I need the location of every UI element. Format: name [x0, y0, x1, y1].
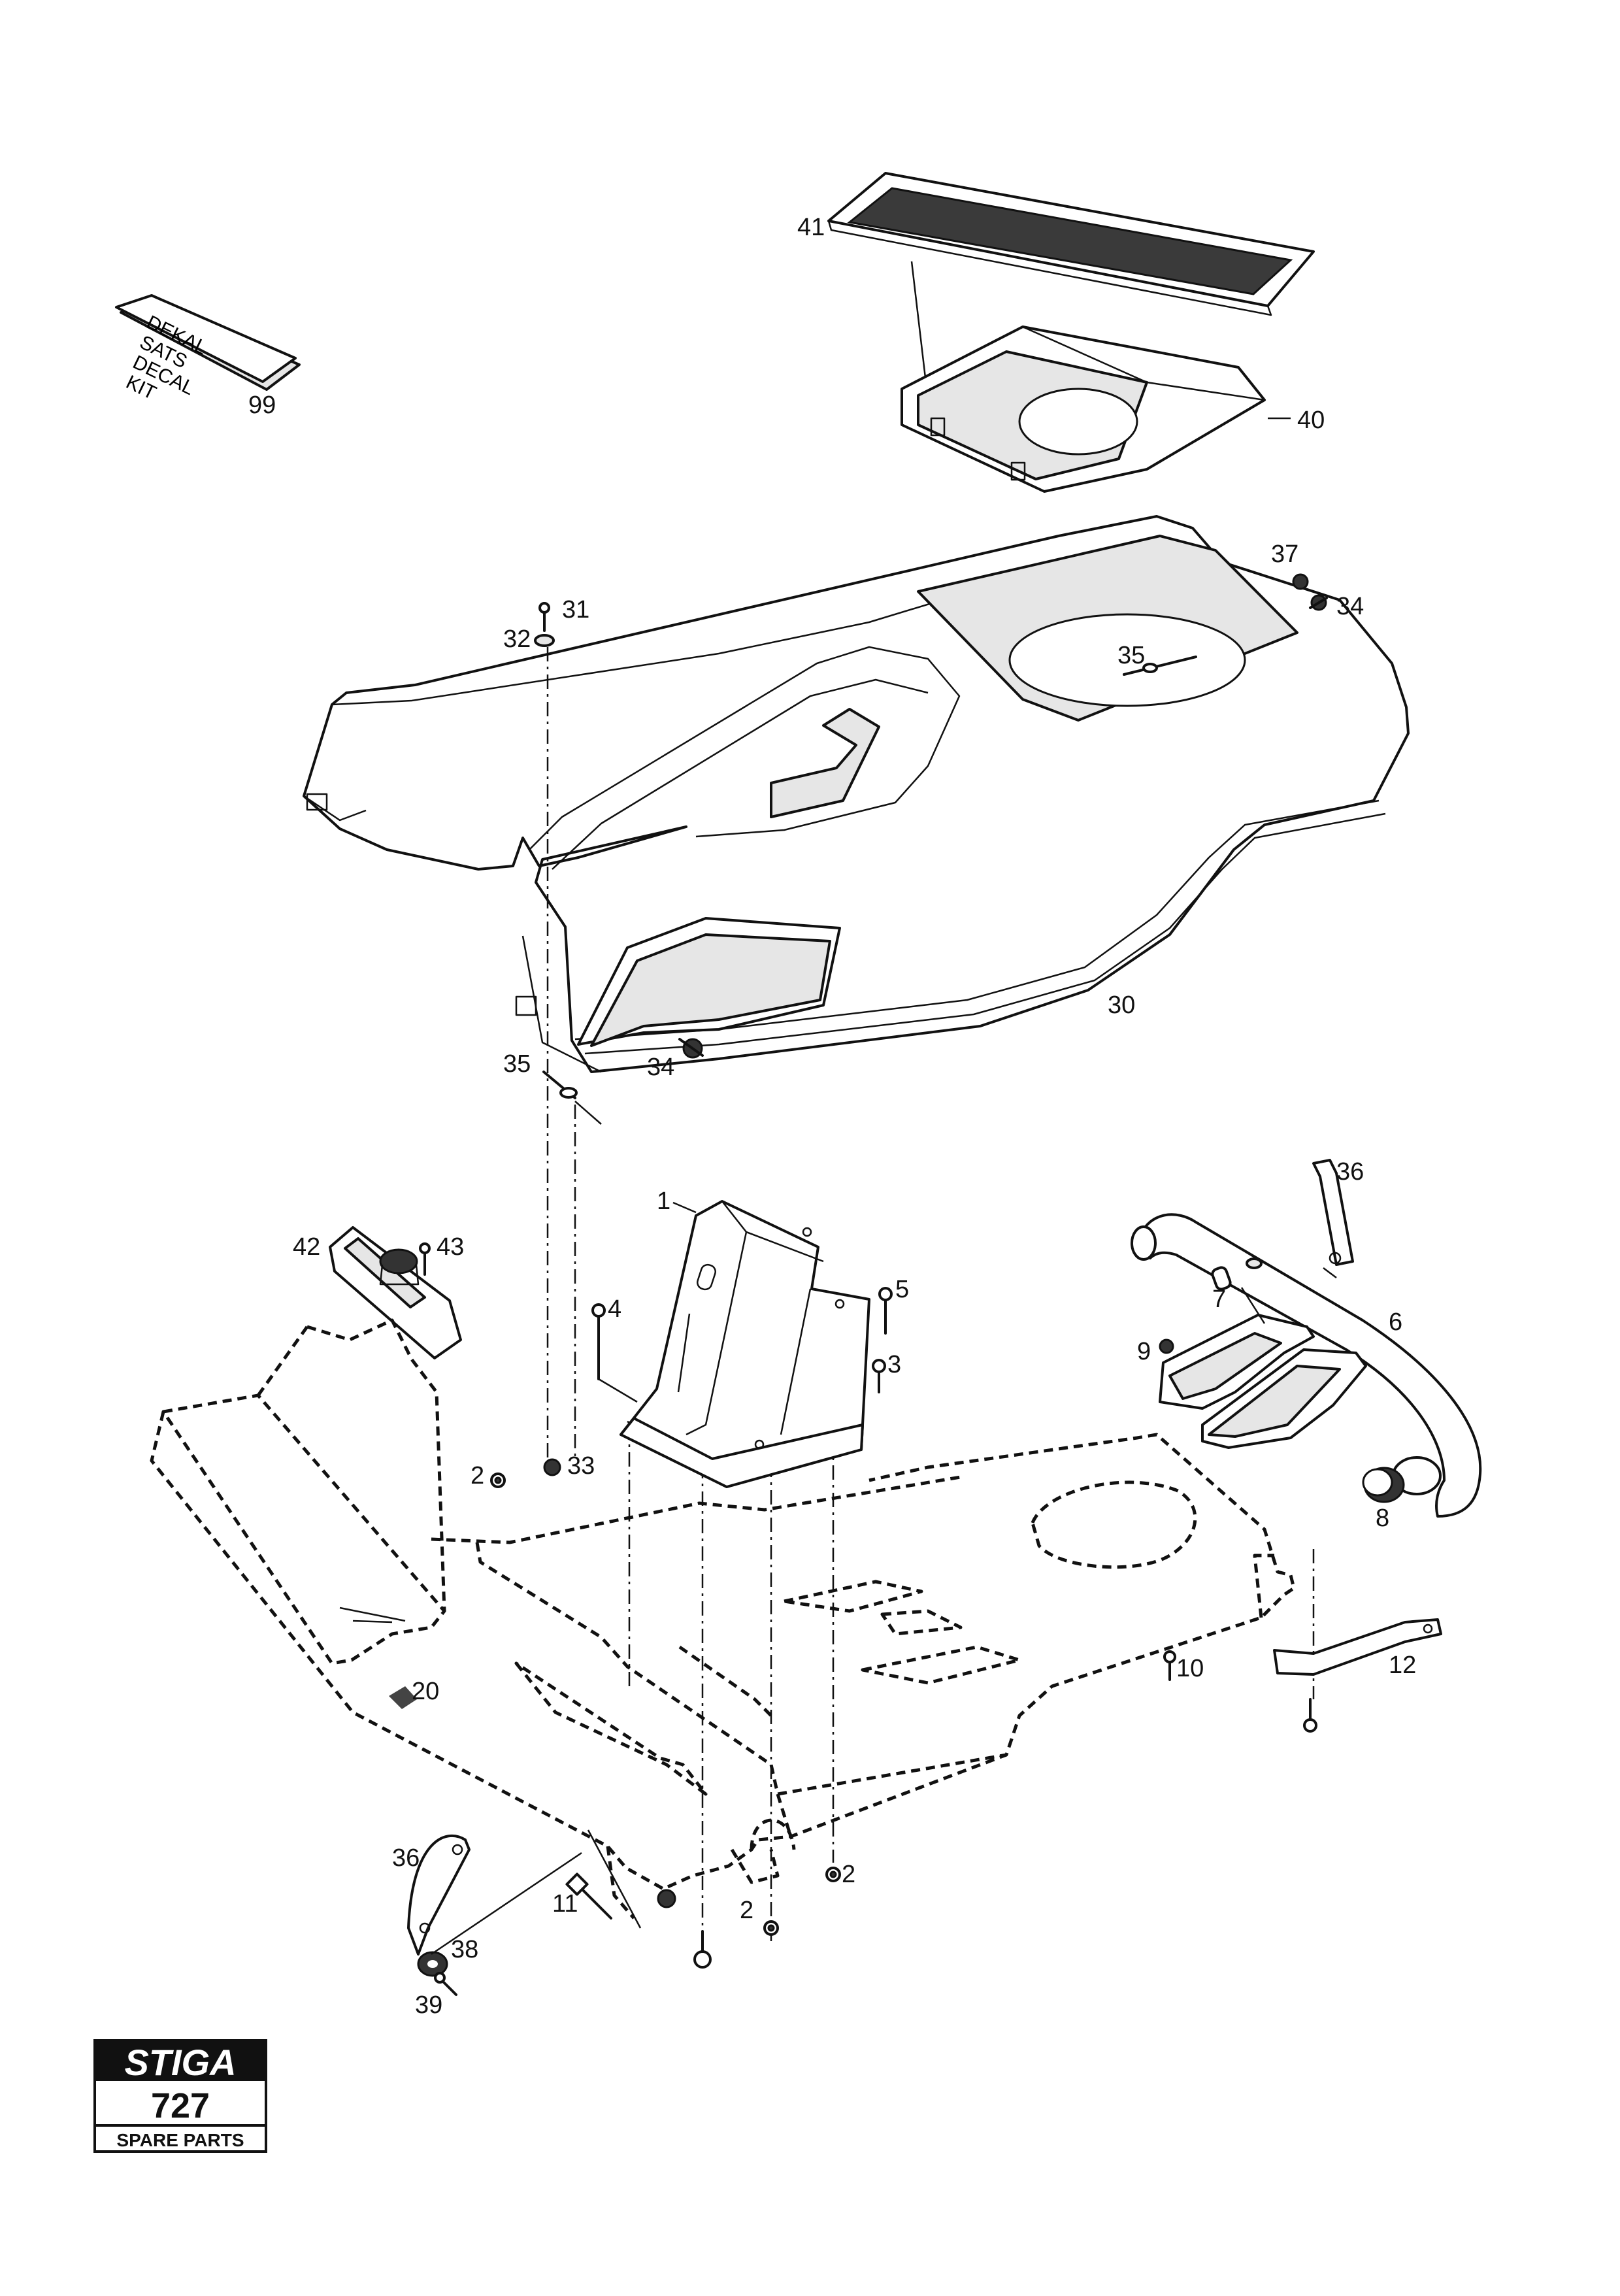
support-tray [1159, 1287, 1367, 1449]
callout-20: 20 [412, 1678, 439, 1705]
nut-33 [543, 1458, 561, 1476]
callout-36-top: 36 [1336, 1158, 1364, 1186]
intake-hood [901, 325, 1266, 493]
nut-9 [1159, 1339, 1174, 1354]
callout-39: 39 [415, 1991, 442, 2019]
callout-2-right: 2 [842, 1861, 855, 1888]
stiga-logo: STIGA 727 SPARE PARTS [93, 2039, 267, 2153]
logo-brand: STIGA [124, 2042, 236, 2083]
fastener-37 [1292, 573, 1309, 590]
callout-38: 38 [451, 1936, 478, 1963]
bolt-under-12 [1303, 1698, 1317, 1733]
callout-8: 8 [1376, 1505, 1389, 1532]
callout-5: 5 [895, 1276, 909, 1303]
logo-model: 727 [151, 2086, 210, 2125]
chassis-frame [150, 1318, 1296, 1920]
callout-37: 37 [1271, 541, 1298, 568]
bracket-12 [1273, 1618, 1442, 1676]
nut-2-right [825, 1867, 841, 1882]
nut-2-centre [763, 1920, 779, 1936]
callout-6: 6 [1389, 1308, 1402, 1336]
callout-labels: 41 99 40 37 34 31 32 35 30 35 34 36 1 42… [248, 214, 1416, 2019]
handle-bar-6 [1131, 1213, 1482, 1518]
callout-7: 7 [1212, 1286, 1226, 1313]
nut-fwd [657, 1889, 676, 1908]
bolt-3 [872, 1359, 886, 1393]
callout-1: 1 [657, 1188, 670, 1215]
pin-35-top [1123, 656, 1197, 676]
callout-11: 11 [552, 1890, 578, 1918]
callout-43: 43 [437, 1233, 464, 1261]
air-grille [827, 172, 1315, 316]
fastener-34-top [1309, 594, 1328, 611]
fastener-34-bottom [678, 1038, 704, 1059]
callout-42: 42 [293, 1233, 320, 1261]
end-cap-8 [1362, 1467, 1405, 1503]
washer-32 [534, 634, 555, 647]
logo-caption: SPARE PARTS [117, 2130, 244, 2150]
callout-2-left: 2 [471, 1462, 484, 1489]
callout-2-centre: 2 [740, 1897, 753, 1924]
control-panel-42 [329, 1226, 462, 1359]
strap-36-top [1312, 1159, 1354, 1278]
strap-36-bottom [407, 1834, 471, 1955]
bolt-bottom-centre [693, 1930, 712, 1969]
callout-12: 12 [1389, 1652, 1416, 1679]
callout-30: 30 [1108, 991, 1135, 1019]
dash-bracket [620, 1200, 870, 1488]
hood-shell [303, 515, 1410, 1073]
bolt-10 [1163, 1650, 1176, 1681]
screw-39 [434, 1972, 457, 1996]
callout-34-top: 34 [1336, 593, 1364, 620]
callout-40: 40 [1297, 407, 1325, 434]
callout-36-bottom: 36 [392, 1844, 420, 1872]
callout-4: 4 [608, 1295, 621, 1323]
callout-35-top: 35 [1117, 642, 1145, 669]
callout-9: 9 [1137, 1338, 1151, 1365]
bolt-4 [591, 1303, 638, 1403]
callout-34-bottom: 34 [647, 1054, 674, 1081]
pin-7 [1211, 1257, 1263, 1291]
screw-43 [419, 1242, 431, 1276]
callout-33: 33 [567, 1452, 595, 1480]
callout-3: 3 [887, 1351, 901, 1378]
washer-38 [417, 1951, 448, 1977]
callout-32: 32 [503, 625, 531, 653]
callout-31: 31 [562, 596, 589, 624]
callout-99: 99 [248, 391, 276, 419]
bolt-11 [565, 1872, 612, 1920]
screw-31 [538, 602, 550, 632]
nut-2-left [490, 1472, 506, 1488]
callout-10: 10 [1176, 1655, 1204, 1682]
callout-35-left: 35 [503, 1050, 531, 1078]
pin-35-left [542, 1071, 578, 1099]
bolt-5 [878, 1287, 893, 1335]
callout-41: 41 [797, 214, 825, 241]
